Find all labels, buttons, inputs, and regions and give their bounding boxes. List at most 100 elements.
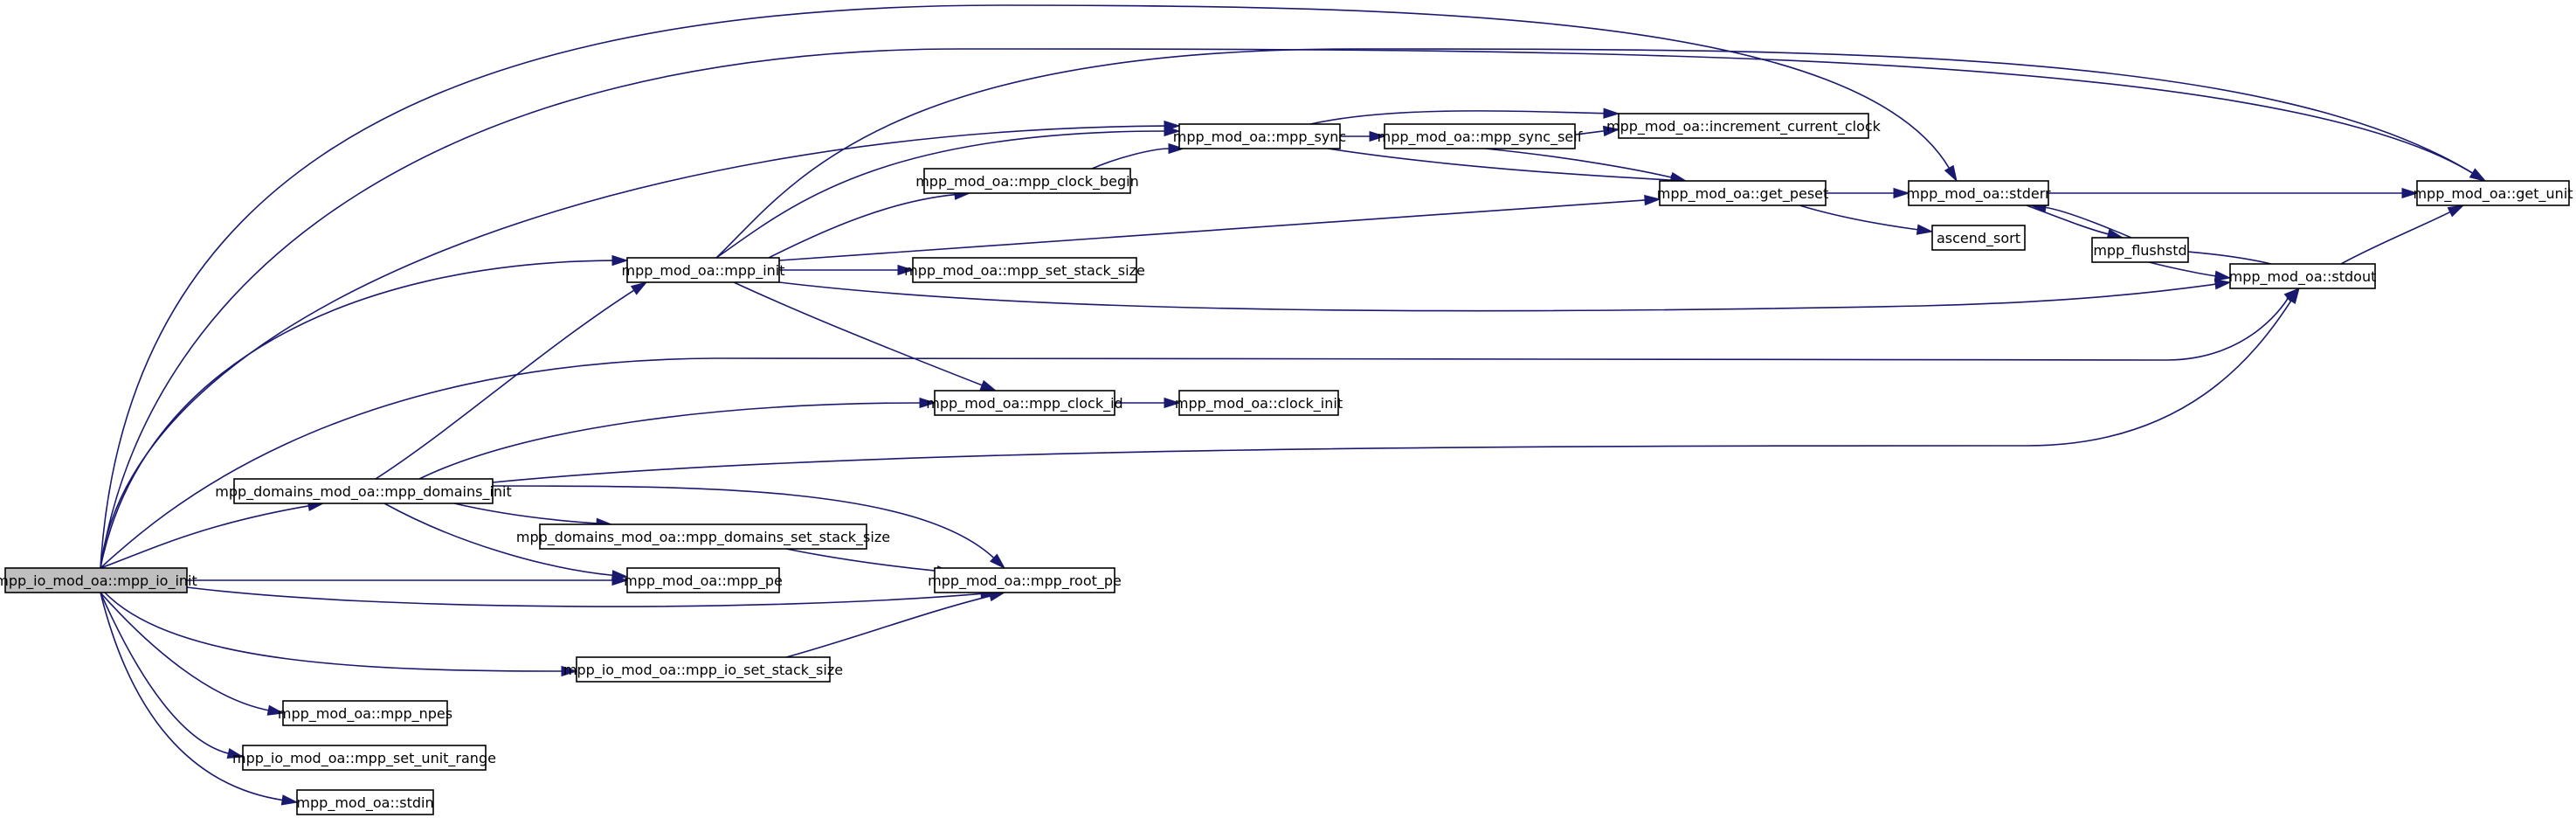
node-mpp-set-unit-range[interactable]: mpp_io_mod_oa::mpp_set_unit_range (232, 745, 496, 771)
edge-mpp-clock-begin-to-mpp-sync-line (1091, 148, 1171, 170)
edge-mpp-io-set-stack-size-to-mpp-root-pe (785, 591, 1006, 658)
node-mpp-sync-self-label: mpp_mod_oa::mpp_sync_self (1378, 128, 1583, 146)
node-mpp-set-unit-range-box[interactable] (242, 745, 487, 771)
edge-mpp-sync-to-mpp-sync-self-arrowhead (1369, 130, 1386, 142)
edge-mpp-sync-to-get-peset (1327, 148, 1688, 186)
node-mpp-flushstd-label: mpp_flushstd (2093, 242, 2186, 260)
node-mpp-domains-init[interactable]: mpp_domains_mod_oa::mpp_domains_init (215, 478, 512, 504)
node-get-unit-box[interactable] (2416, 180, 2570, 206)
node-stderr-box[interactable] (1908, 180, 2049, 206)
node-mpp-flushstd[interactable]: mpp_flushstd (2091, 237, 2189, 263)
node-mpp-flushstd-box[interactable] (2091, 237, 2189, 263)
edge-mpp-sync-to-increment-current-clock (1309, 107, 1620, 125)
edge-mpp-sync-self-to-get-peset-line (1484, 148, 1673, 179)
node-clock-init-box[interactable] (1178, 390, 1339, 416)
node-get-peset-box[interactable] (1659, 180, 1827, 206)
edge-mpp-init-to-mpp-sync (715, 125, 1181, 259)
node-mpp-pe-box[interactable] (626, 567, 780, 593)
node-mpp-root-pe[interactable]: mpp_mod_oa::mpp_root_pe (928, 567, 1122, 593)
edge-mpp-io-init-to-mpp-io-set-stack-size-line (104, 592, 563, 672)
node-mpp-set-stack-size-label: mpp_mod_oa::mpp_set_stack_size (904, 262, 1145, 280)
node-get-peset[interactable]: mpp_mod_oa::get_peset (1657, 180, 1829, 206)
edge-mpp-sync-self-to-increment-current-clock-arrowhead (1602, 125, 1620, 137)
edge-mpp-domains-set-stack-size-to-mpp-root-pe-line (785, 548, 939, 572)
edge-mpp-clock-id-to-clock-init-arrowhead (1164, 397, 1181, 409)
node-mpp-root-pe-box[interactable] (934, 567, 1115, 593)
node-mpp-io-init[interactable]: mpp_io_mod_oa::mpp_io_init (0, 567, 197, 593)
node-mpp-set-stack-size[interactable]: mpp_mod_oa::mpp_set_stack_size (904, 257, 1145, 283)
node-mpp-npes-box[interactable] (282, 700, 448, 726)
edge-mpp-sync-to-mpp-sync-self (1339, 130, 1386, 142)
edge-mpp-domains-init-to-mpp-clock-id-line (418, 402, 922, 480)
node-mpp-init-box[interactable] (626, 257, 780, 283)
edge-mpp-io-init-to-mpp-npes-arrowhead (266, 704, 285, 716)
node-mpp-io-set-stack-size-label: mpp_io_mod_oa::mpp_io_set_stack_size (563, 662, 843, 679)
node-mpp-sync-self[interactable]: mpp_mod_oa::mpp_sync_self (1378, 123, 1583, 149)
node-mpp-pe[interactable]: mpp_mod_oa::mpp_pe (624, 567, 783, 593)
edge-mpp-domains-init-to-mpp-pe (383, 503, 629, 581)
edge-mpp-flushstd-to-stdout (2148, 261, 2232, 281)
node-mpp-set-stack-size-box[interactable] (912, 257, 1137, 283)
node-stderr-label: mpp_mod_oa::stderr (1906, 185, 2051, 203)
edge-mpp-domains-init-to-mpp-init-line (375, 288, 635, 480)
node-mpp-npes-label: mpp_mod_oa::mpp_npes (278, 705, 452, 723)
edge-mpp-domains-init-to-mpp-root-pe-arrowhead (990, 553, 1006, 570)
node-stdout[interactable]: mpp_mod_oa::stdout (2229, 263, 2377, 289)
edge-mpp-io-init-to-mpp-root-pe-line (186, 586, 983, 607)
node-mpp-pe-label: mpp_mod_oa::mpp_pe (624, 572, 783, 590)
edge-mpp-io-init-to-mpp-pe (187, 574, 629, 586)
node-increment-current-clock[interactable]: mpp_mod_oa::increment_current_clock (1606, 113, 1882, 139)
node-stdin[interactable]: mpp_mod_oa::stdin (296, 789, 434, 815)
edge-mpp-init-to-get-unit-arrowhead (2469, 168, 2487, 182)
node-get-unit[interactable]: mpp_mod_oa::get_unit (2413, 180, 2573, 206)
node-mpp-clock-begin-box[interactable] (923, 168, 1131, 194)
node-mpp-sync[interactable]: mpp_mod_oa::mpp_sync (1173, 123, 1346, 149)
edge-mpp-init-to-get-unit-line (715, 48, 2474, 259)
edge-mpp-io-init-to-mpp-set-unit-range-line (100, 592, 230, 755)
edge-mpp-init-to-stdout-line (778, 281, 2217, 312)
node-mpp-domains-set-stack-size-box[interactable] (539, 523, 867, 550)
node-stdin-box[interactable] (296, 789, 434, 815)
node-increment-current-clock-box[interactable] (1618, 113, 1869, 139)
node-clock-init-label: mpp_mod_oa::clock_init (1175, 395, 1343, 412)
edge-mpp-io-init-to-mpp-init-line (100, 260, 614, 569)
node-stdout-label: mpp_mod_oa::stdout (2229, 268, 2377, 286)
edge-mpp-sync-self-to-increment-current-clock (1574, 125, 1620, 137)
node-stdout-box[interactable] (2229, 263, 2376, 289)
node-mpp-clock-id[interactable]: mpp_mod_oa::mpp_clock_id (926, 390, 1123, 416)
edge-mpp-init-to-mpp-clock-id-line (733, 281, 984, 386)
edge-stderr-to-get-unit-arrowhead (2401, 187, 2419, 199)
node-mpp-npes[interactable]: mpp_mod_oa::mpp_npes (278, 700, 452, 726)
edge-mpp-io-init-to-get-unit-line (100, 48, 2474, 569)
node-mpp-set-unit-range-label: mpp_io_mod_oa::mpp_set_unit_range (232, 750, 496, 767)
node-mpp-sync-label: mpp_mod_oa::mpp_sync (1173, 128, 1346, 146)
edge-mpp-io-init-to-mpp-set-unit-range-arrowhead (226, 747, 245, 759)
node-mpp-domains-set-stack-size[interactable]: mpp_domains_mod_oa::mpp_domains_set_stac… (516, 523, 890, 550)
node-clock-init[interactable]: mpp_mod_oa::clock_init (1175, 390, 1343, 416)
node-mpp-init[interactable]: mpp_mod_oa::mpp_init (621, 257, 785, 283)
edge-mpp-init-to-mpp-sync-line (715, 130, 1166, 259)
edge-mpp-init-to-mpp-clock-begin (768, 189, 971, 259)
node-mpp-init-label: mpp_mod_oa::mpp_init (621, 262, 784, 280)
node-stderr[interactable]: mpp_mod_oa::stderr (1906, 180, 2051, 206)
edge-mpp-domains-init-to-mpp-pe-arrowhead (611, 570, 629, 581)
edge-mpp-init-to-mpp-clock-begin-line (768, 193, 957, 259)
node-mpp-sync-box[interactable] (1178, 123, 1341, 149)
node-mpp-clock-id-box[interactable] (934, 390, 1115, 416)
node-mpp-io-init-box[interactable] (4, 567, 188, 593)
node-ascend-sort-box[interactable] (1931, 225, 2026, 251)
node-mpp-io-set-stack-size[interactable]: mpp_io_mod_oa::mpp_io_set_stack_size (563, 656, 843, 683)
node-ascend-sort[interactable]: ascend_sort (1931, 225, 2026, 251)
node-mpp-domains-init-box[interactable] (233, 478, 494, 504)
edge-mpp-domains-init-to-stdout (492, 287, 2300, 483)
node-mpp-io-set-stack-size-box[interactable] (576, 656, 831, 683)
node-mpp-root-pe-label: mpp_mod_oa::mpp_root_pe (928, 572, 1122, 590)
edge-mpp-domains-init-to-mpp-clock-id (418, 397, 936, 480)
edge-mpp-init-to-mpp-set-stack-size (779, 264, 915, 276)
node-ascend-sort-label: ascend_sort (1937, 230, 2020, 247)
edge-stderr-to-mpp-flushstd-line (2026, 204, 2110, 235)
edge-mpp-io-init-to-stdin-line (100, 592, 284, 801)
node-mpp-clock-begin[interactable]: mpp_mod_oa::mpp_clock_begin (915, 168, 1139, 194)
edge-mpp-io-init-to-mpp-npes (100, 592, 285, 716)
node-mpp-sync-self-box[interactable] (1384, 123, 1576, 149)
